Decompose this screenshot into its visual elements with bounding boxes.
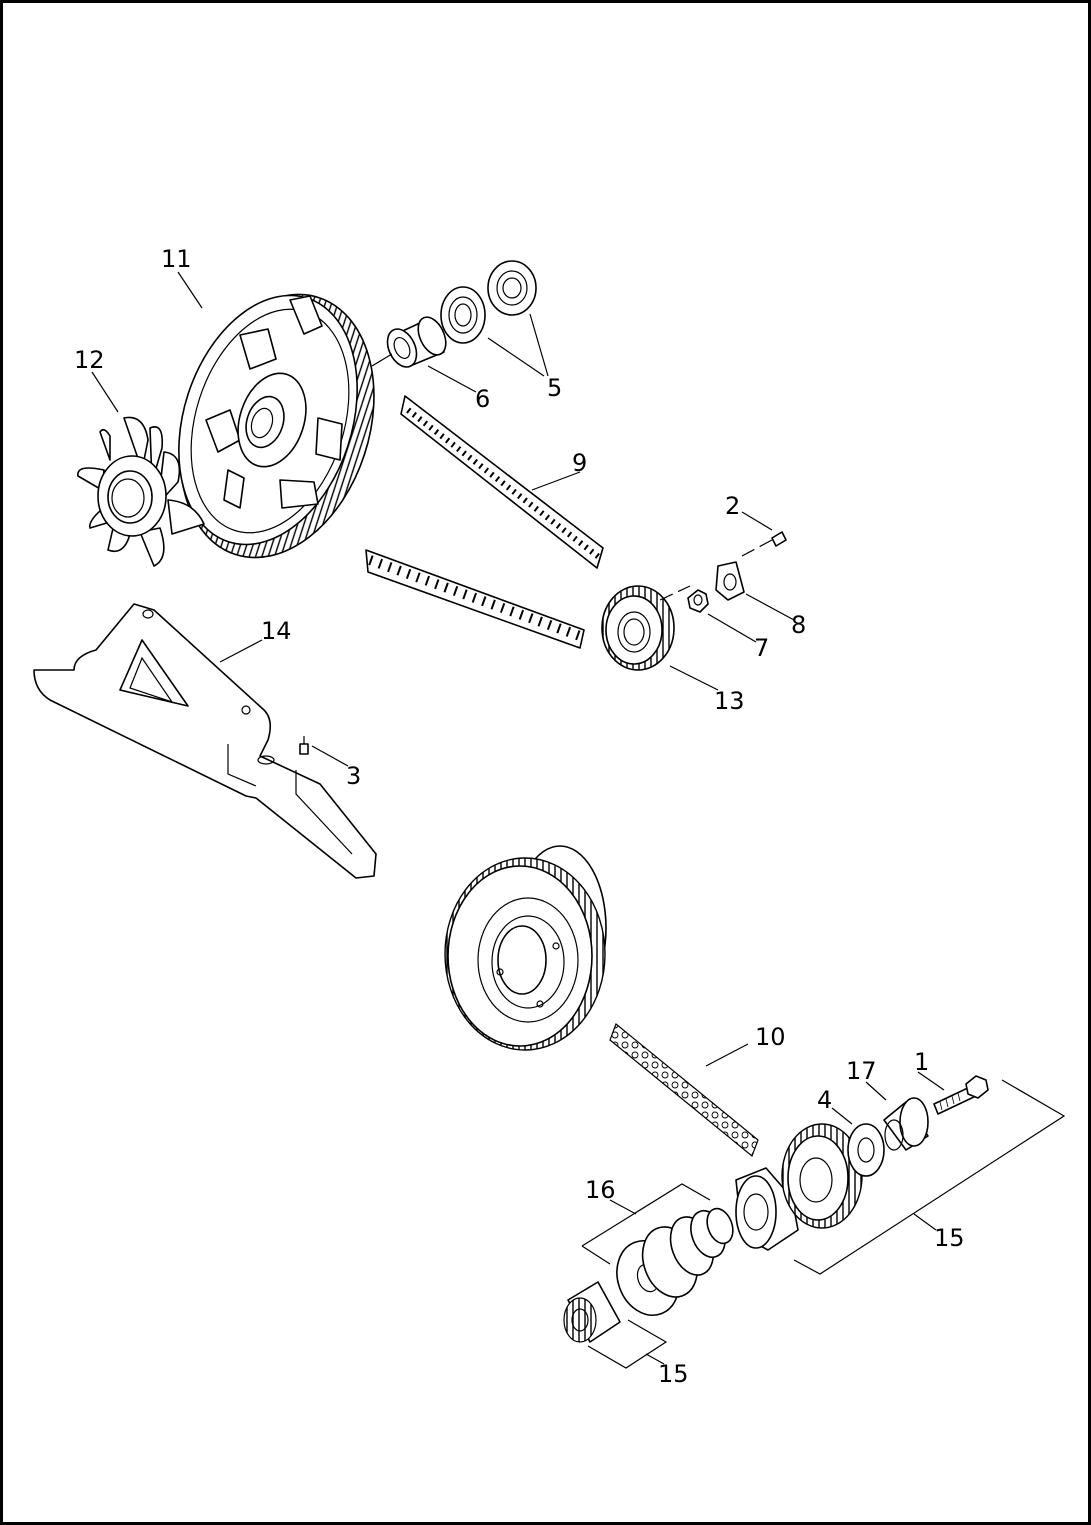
compensator-washer (847, 1123, 885, 1177)
callout-5: 5 (547, 374, 562, 402)
fan-deflector (77, 416, 205, 567)
callout-11: 11 (161, 245, 192, 273)
drive-belt (365, 395, 604, 649)
rear-belt-sprocket (178, 293, 375, 559)
callout-1: 1 (914, 1048, 929, 1076)
callout-10: 10 (755, 1023, 786, 1051)
callout-17: 17 (846, 1057, 877, 1085)
callout-12: 12 (74, 346, 105, 374)
sprocket-nut (687, 589, 709, 613)
callout-4: 4 (817, 1086, 832, 1114)
transmission-sprocket (601, 585, 675, 671)
callout-labels: 1 2 3 4 5 6 7 8 9 10 11 12 13 14 15 15 1… (74, 245, 965, 1388)
leader-lines (91, 271, 945, 1365)
callout-16: 16 (585, 1176, 616, 1204)
callout-15-upper: 15 (934, 1224, 965, 1252)
callout-8: 8 (791, 611, 806, 639)
callout-7: 7 (754, 634, 769, 662)
primary-chain (609, 1023, 759, 1157)
compensator-bushing (883, 1097, 929, 1151)
group-brackets (581, 1079, 1066, 1369)
compensator-bolt (933, 1075, 989, 1115)
clutch-shell-assembly (444, 845, 607, 1051)
wheel-bearings (440, 260, 537, 344)
callout-15-lower: 15 (658, 1360, 689, 1388)
lock-plate-screw (771, 531, 787, 547)
callout-6: 6 (475, 385, 490, 413)
callout-2: 2 (725, 492, 740, 520)
callout-13: 13 (714, 687, 745, 715)
assembly-axis-sprocket (659, 539, 773, 601)
belt-guard-screw (299, 736, 309, 755)
belt-guard (33, 603, 377, 879)
callout-9: 9 (572, 449, 587, 477)
callout-14: 14 (261, 617, 292, 645)
compensator-sprocket (781, 1123, 863, 1229)
sliding-cam-sleeve (563, 1281, 621, 1343)
compensator-ramps-and-springs (616, 1207, 734, 1316)
callout-3: 3 (346, 762, 361, 790)
spacer (386, 316, 447, 368)
lock-plate (715, 561, 745, 601)
